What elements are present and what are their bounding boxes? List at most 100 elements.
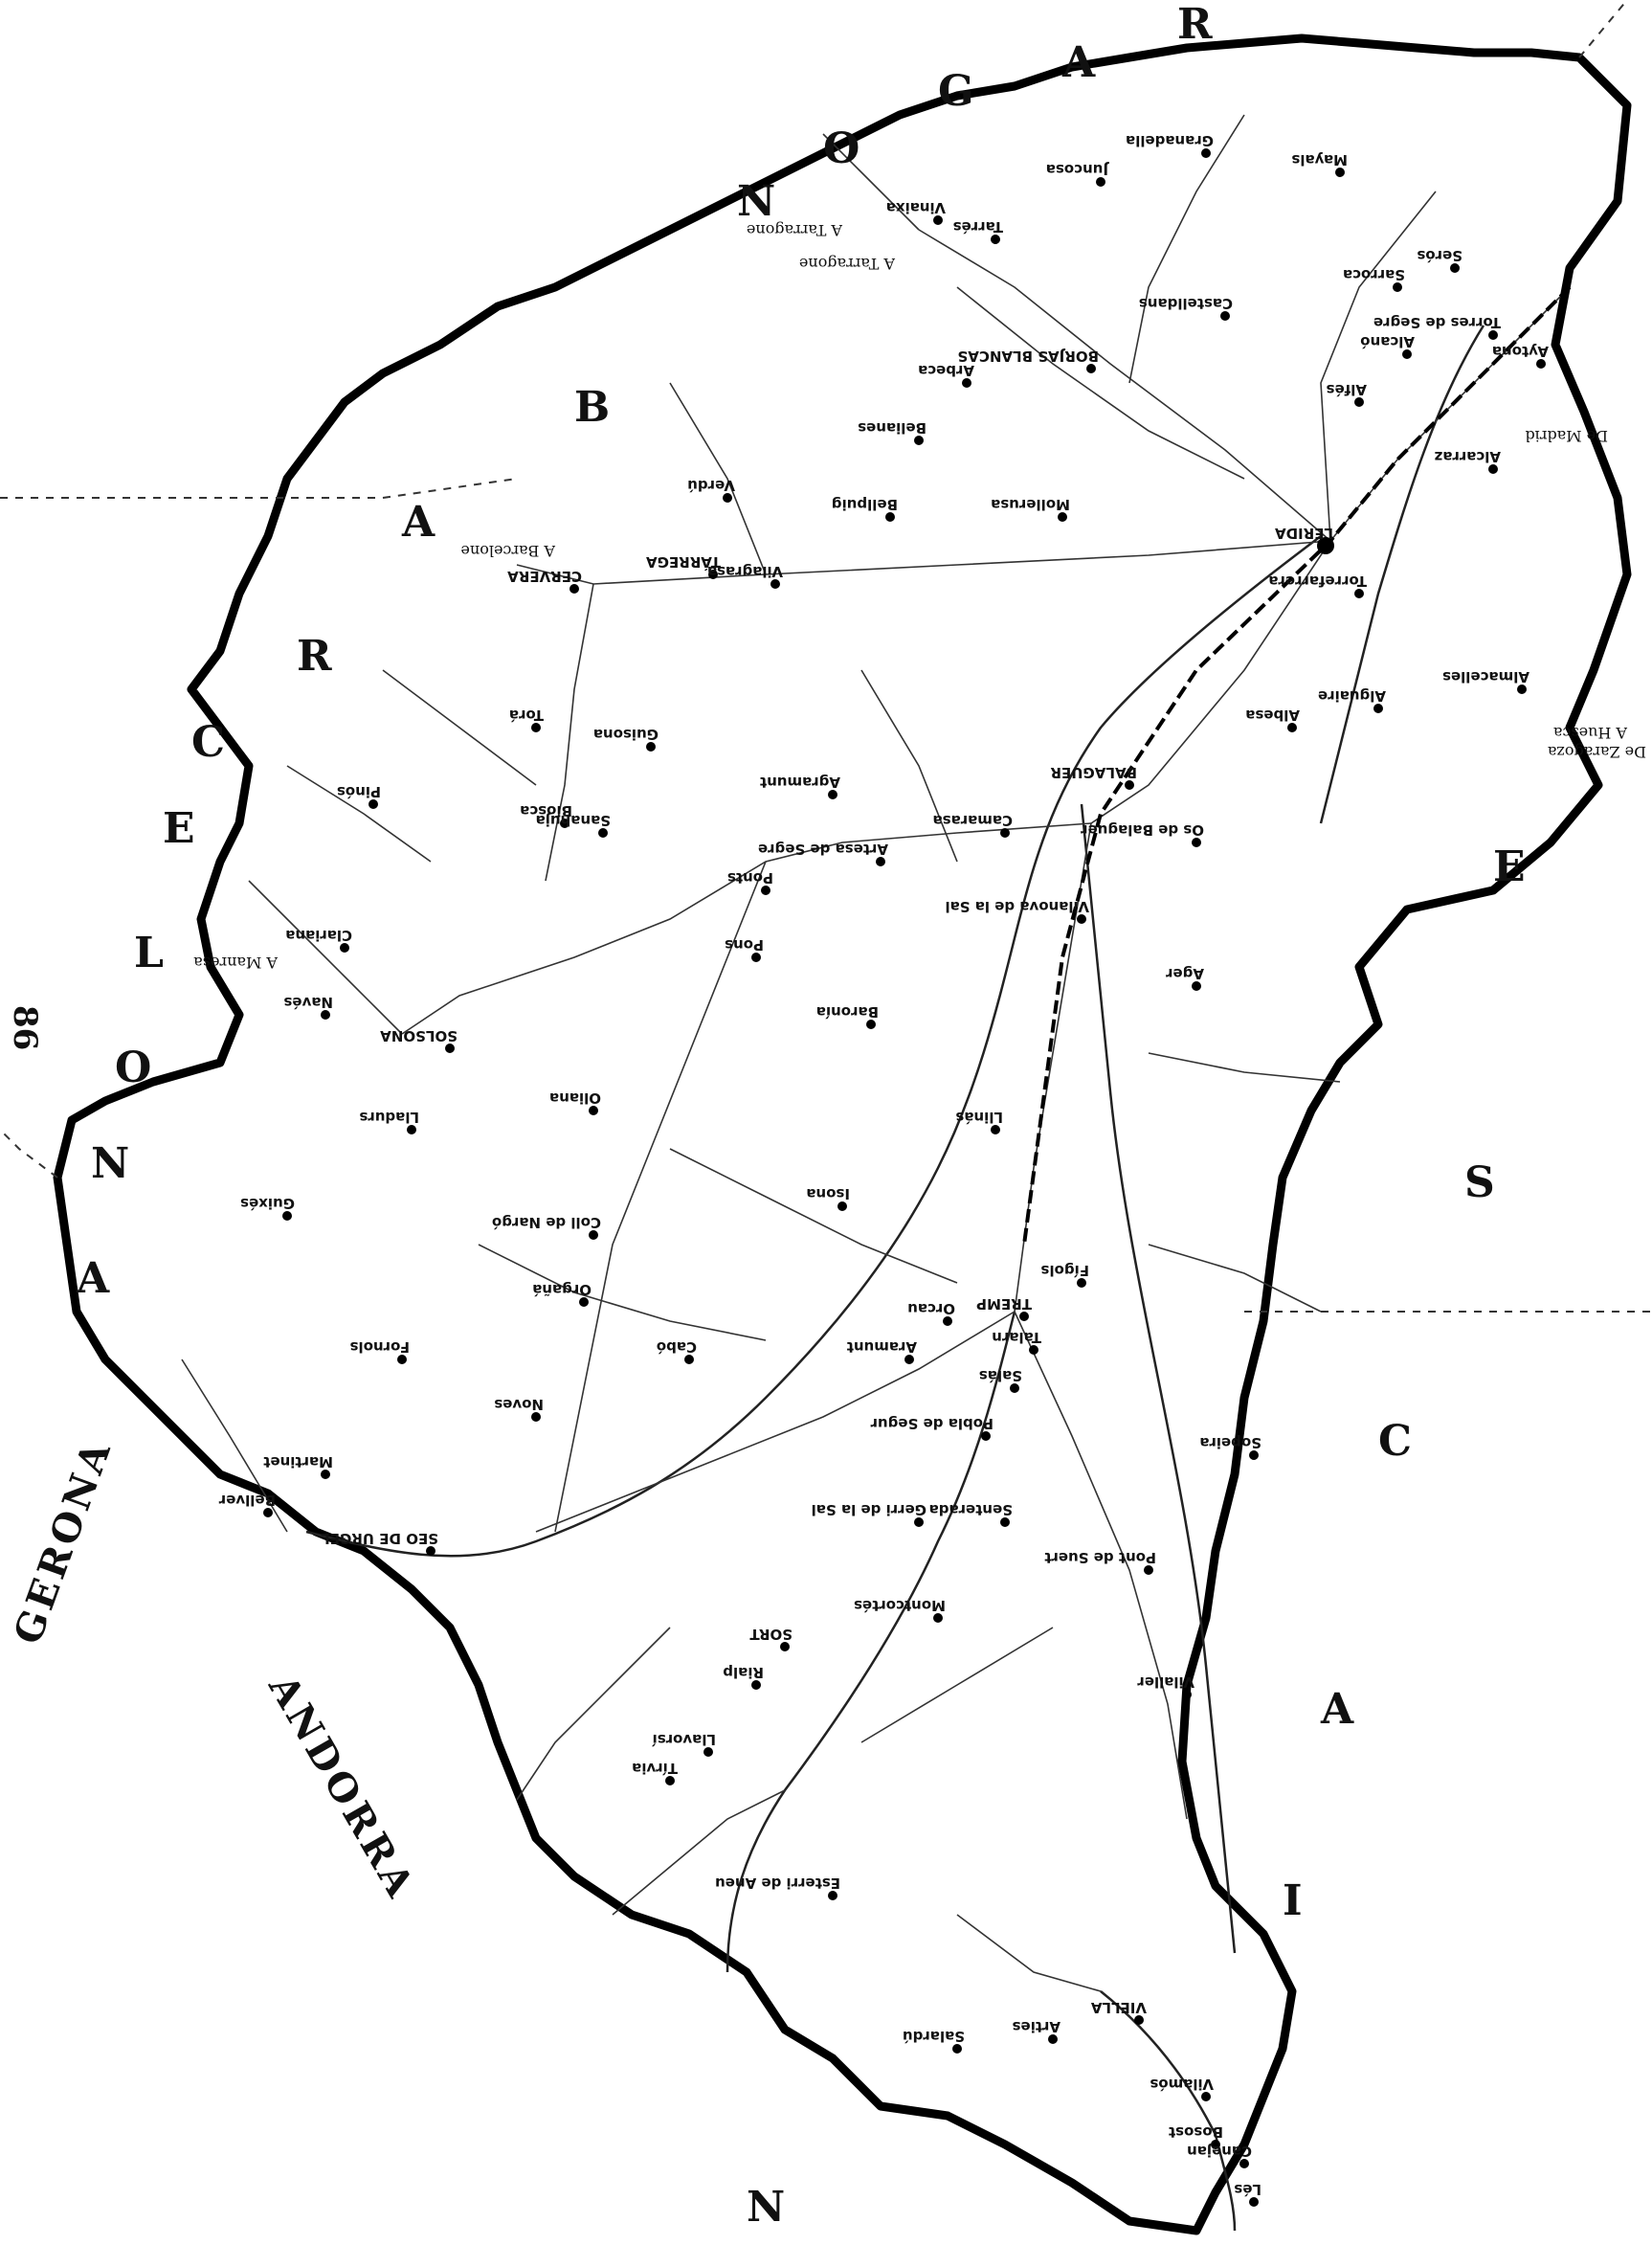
town-dot	[646, 742, 656, 752]
river-cinca	[1319, 325, 1485, 824]
neighbour-labels: R A G O N E S C A I N B A R C E L O N A …	[5, 0, 1525, 2232]
town-dot	[991, 235, 1000, 244]
town-label: Gerri de la Sal	[812, 1501, 926, 1518]
letter-east-s: S	[1464, 1158, 1495, 1207]
town-torá: Torá	[509, 707, 544, 732]
town-label: Mayals	[1291, 151, 1348, 168]
town-dot	[579, 1297, 589, 1307]
town-label: Serós	[1417, 247, 1462, 264]
town-almacelles: Almacelles	[1442, 668, 1529, 694]
town-oliana: Oliana	[549, 1089, 601, 1115]
town-solsona: SOLSONA	[380, 1027, 458, 1053]
town-guixes: Guixés	[240, 1195, 295, 1221]
label-to-zaragoza: De Zaragoza	[1547, 743, 1646, 761]
town-dot	[751, 953, 761, 962]
town-label: Guixés	[240, 1195, 295, 1212]
town-dot	[282, 1211, 292, 1221]
river-segre	[305, 535, 1322, 1558]
town-dot	[1536, 359, 1546, 369]
town-les: Lés	[1234, 2181, 1261, 2207]
town-fornols: Fornols	[350, 1338, 410, 1364]
town-vinaixa: Vinaixa	[886, 199, 946, 225]
town-label: Fígols	[1040, 1262, 1089, 1279]
label-gerona: GERONA	[5, 1433, 121, 1650]
town-belianes: Belianes	[858, 419, 926, 445]
town-label: SOLSONA	[380, 1027, 458, 1044]
town-dot	[531, 1412, 541, 1422]
town-label: Esterri de Aneu	[715, 1875, 840, 1892]
town-tirvia: Tírvia	[632, 1760, 678, 1785]
town-label: SORT	[749, 1626, 793, 1643]
town-dot	[569, 584, 579, 594]
town-label: Alfés	[1327, 381, 1367, 398]
town-seros: Serós	[1417, 247, 1462, 273]
town-dot	[828, 1891, 837, 1900]
town-label: Talarn	[992, 1329, 1041, 1346]
town-talarn: Talarn	[992, 1329, 1041, 1355]
town-label: BORJAS BLANCAS	[957, 348, 1099, 365]
label-to-manresa: A Manresa	[193, 954, 279, 972]
town-dot	[368, 799, 378, 809]
town-label: Biosca	[520, 802, 572, 819]
letter-aragon-a: A	[1061, 38, 1096, 87]
town-dot	[914, 436, 924, 445]
town-label: Lladurs	[359, 1109, 419, 1126]
town-label: Vilaller	[1137, 1673, 1194, 1691]
town-dot	[1488, 330, 1498, 340]
town-label: Pinós	[337, 783, 381, 800]
town-dot	[1201, 148, 1211, 158]
town-dot	[1239, 2159, 1249, 2168]
label-to-madrid: De Madrid	[1525, 427, 1608, 445]
town-label: Torres de Segre	[1373, 314, 1501, 331]
town-dot	[589, 1106, 598, 1115]
letter-east-i: I	[1283, 1876, 1303, 1925]
town-label: Arties	[1013, 2018, 1060, 2035]
town-dot	[589, 1230, 598, 1240]
town-label: Alguaire	[1318, 687, 1386, 705]
town-label: Artesa de Segre	[758, 841, 888, 858]
letter-east-n: N	[747, 2183, 785, 2232]
town-label: Sopeira	[1199, 1434, 1261, 1451]
town-label: Tírvia	[632, 1760, 678, 1777]
town-label: Llinás	[955, 1109, 1003, 1126]
letter-east-a: A	[1320, 1685, 1354, 1734]
town-label: Guisona	[593, 726, 659, 743]
town-bellver: Bellver	[218, 1492, 276, 1517]
town-dot	[1201, 2092, 1211, 2101]
town-arbeca: Arbeca	[918, 362, 974, 388]
town-vilaller: Vilaller	[1137, 1673, 1194, 1699]
town-dot	[1010, 1383, 1019, 1393]
town-dot	[1450, 263, 1460, 273]
town-mayals: Mayals	[1291, 151, 1348, 177]
page-number: 86	[6, 1005, 44, 1050]
town-vilamos: Vilamós	[1150, 2076, 1214, 2101]
town-aramunt: Aramunt	[847, 1338, 917, 1364]
town-bellpuig: Bellpuig	[832, 496, 898, 522]
label-andorra: ANDORRA	[259, 1667, 425, 1908]
town-baronia: Baronía	[816, 1003, 879, 1029]
town-guissona: Guisona	[593, 726, 659, 752]
roads	[181, 114, 1571, 1992]
town-label: Bellver	[218, 1492, 276, 1509]
river-garona	[1100, 1990, 1237, 2232]
town-dot	[1125, 780, 1134, 790]
town-label: Fornols	[350, 1338, 410, 1356]
town-label: Rialp	[723, 1664, 764, 1681]
town-martinet: Martinet	[263, 1453, 333, 1479]
letter-west-e: E	[163, 804, 195, 853]
town-sort: SORT	[749, 1626, 793, 1651]
town-biosca: Biosca	[520, 802, 572, 828]
town-isona: Isona	[806, 1185, 850, 1211]
letter-aragon-g: G	[938, 67, 974, 116]
town-senterada: Senterada	[929, 1501, 1013, 1527]
town-label: Vilagrasa	[707, 563, 783, 580]
town-label: Cabó	[657, 1338, 697, 1356]
town-label: Llavorsí	[652, 1731, 716, 1748]
town-label: Belianes	[858, 419, 926, 437]
town-label: Orgañá	[532, 1281, 592, 1298]
town-label: Pobla de Segur	[870, 1415, 993, 1432]
town-alcarraz: Alcarraz	[1434, 448, 1501, 474]
town-label: Pons	[725, 936, 764, 954]
